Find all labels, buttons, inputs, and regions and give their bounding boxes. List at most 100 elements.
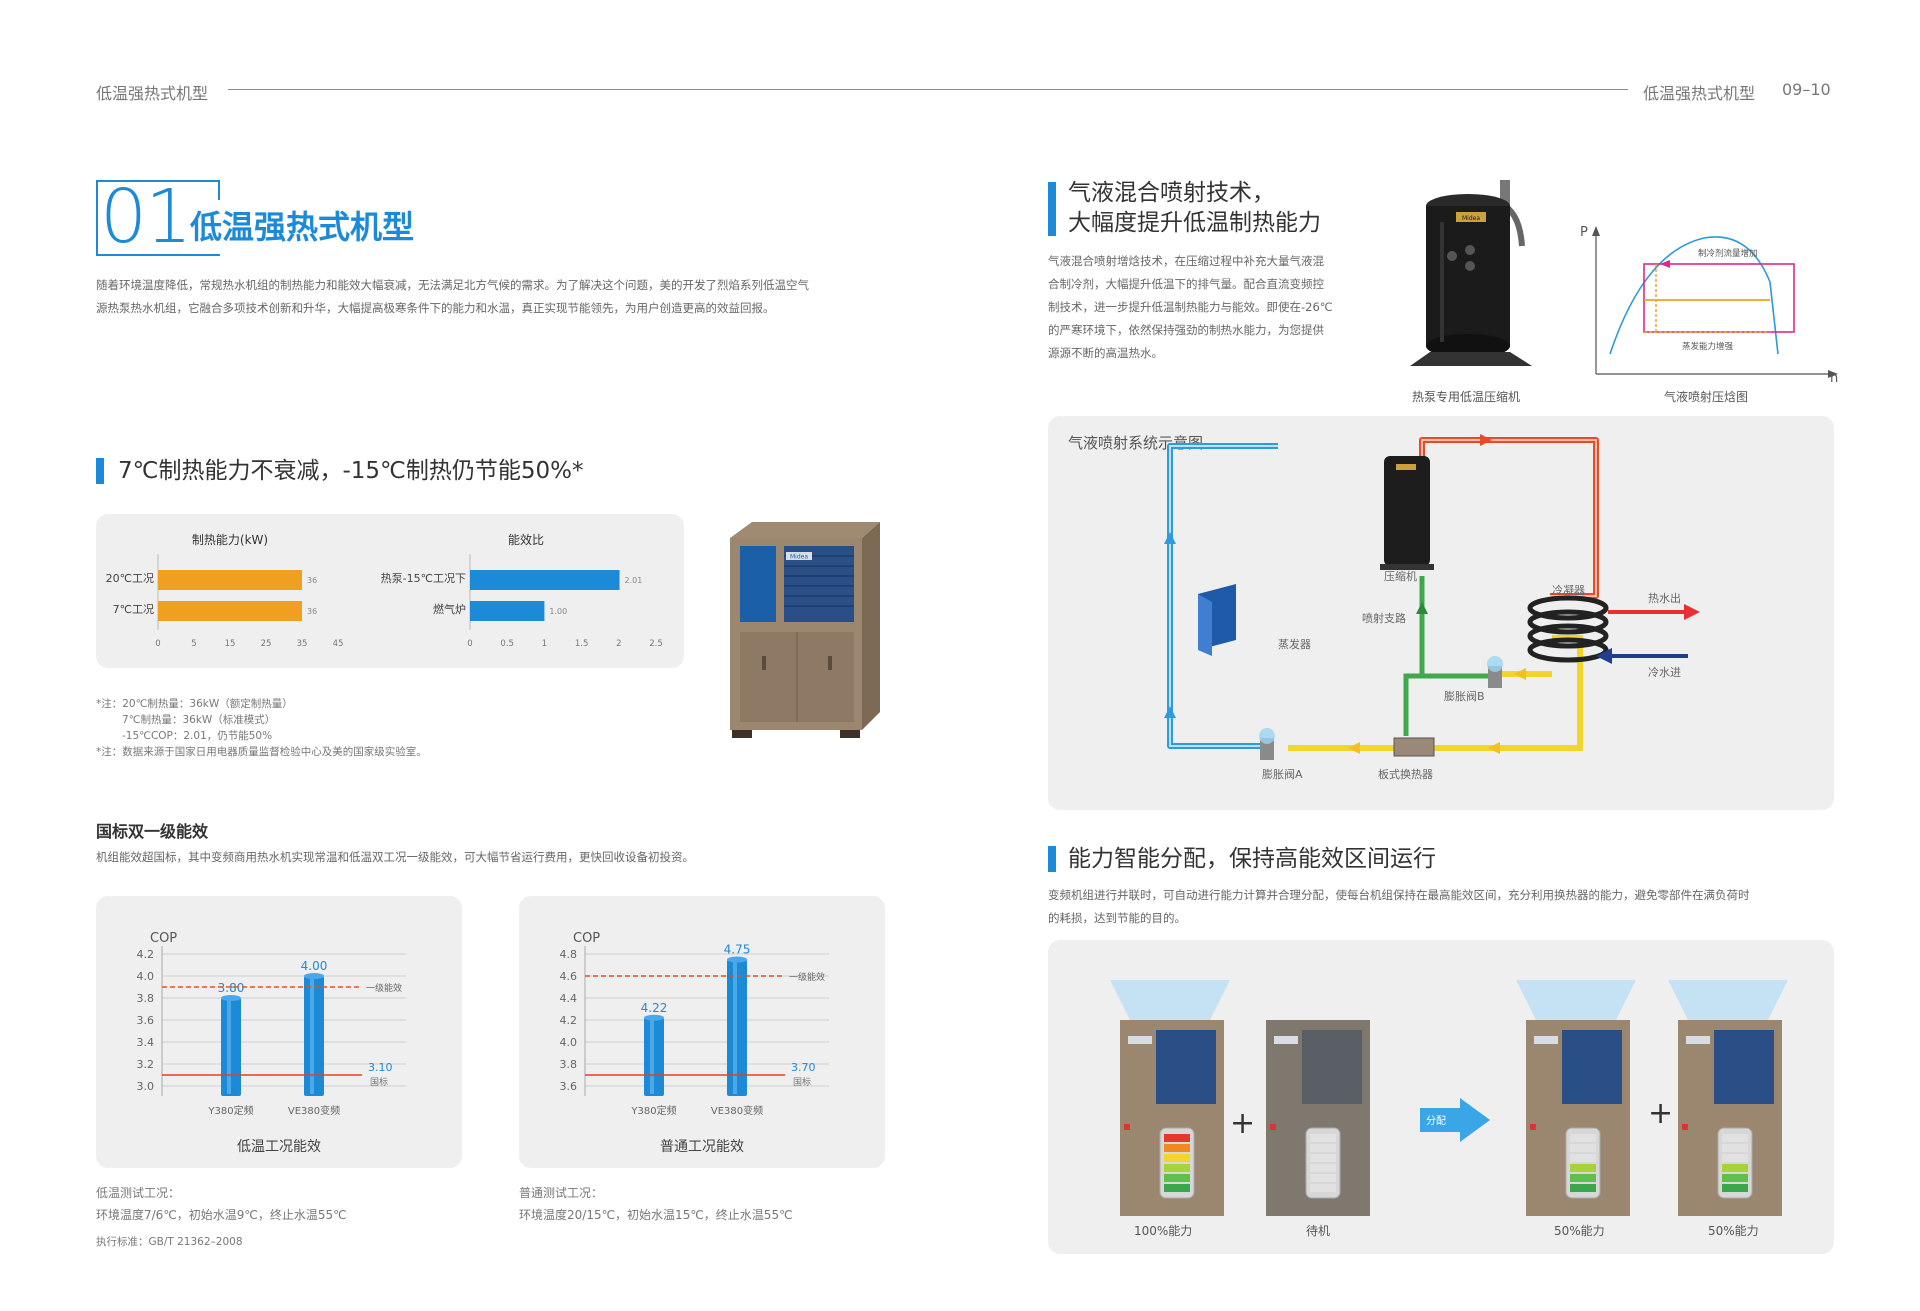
unit-2-level-seg-2 <box>1570 1154 1596 1162</box>
intro-line-2: 源热泵热水机组，它融合多项技术创新和升华，大幅提高极寒条件下的能力和水温，真正实… <box>96 301 775 315</box>
hbar-category-0-1: 7℃工况 <box>113 603 154 616</box>
unit-2-level-seg-5 <box>1570 1184 1596 1192</box>
unit-1-level-seg-1 <box>1310 1144 1336 1152</box>
compressor-icon: Midea <box>1410 180 1532 366</box>
label-compressor: 压缩机 <box>1384 569 1417 583</box>
label-valve-b: 膨胀阀B <box>1444 689 1485 703</box>
unit-1-badge <box>1274 1036 1298 1044</box>
unit-3-airflow <box>1668 980 1788 1020</box>
unit-3-level-seg-2 <box>1722 1154 1748 1162</box>
hbar-category-0-0: 20℃工况 <box>106 572 154 585</box>
unit-2-level-seg-0 <box>1570 1134 1596 1142</box>
unit-2-level-seg-1 <box>1570 1144 1596 1152</box>
intro-line-1: 随着环境温度降低，常规热水机组的制热能力和能效大幅衰减，无法满足北方气候的需求。… <box>96 278 809 292</box>
unit-3-level-seg-1 <box>1722 1144 1748 1152</box>
section-number-frame-right <box>218 180 220 200</box>
low-temp-test-title: 低温测试工况： <box>96 1186 181 1200</box>
cop-low-ytick-4: 3.4 <box>137 1036 155 1049</box>
cop-low-bar-shine-1 <box>310 978 314 1094</box>
distribution-text: 变频机组进行并联时，可自动进行能力计算并合理分配，使每台机组保持在最高能效区间，… <box>1048 884 1750 930</box>
cop-low-category-1: VE380变频 <box>288 1104 340 1117</box>
distribution-panel: + + 分配 100%能力 待机 50%能力 50%能力 <box>1048 940 1834 1254</box>
cop-normal-value-0: 4.22 <box>641 1001 668 1015</box>
injection-text-line-3: 制技术，进一步提升低温制热能力与能效。即使在-26℃ <box>1048 300 1333 314</box>
cop-low-ytick-1: 4.0 <box>137 970 155 983</box>
ph-label-evap: 蒸发能力增强 <box>1682 341 1734 352</box>
hbar-value-0-0: 36 <box>307 576 317 585</box>
injection-text-line-2: 合制冷剂，大幅提升低温下的排气量。配合直流变频控 <box>1048 277 1324 291</box>
distribution-section-title: 能力智能分配，保持高能效区间运行 <box>1068 846 1436 872</box>
capacity-note-3: -15℃COP：2.01，仍节能50% <box>122 730 273 742</box>
hbar-tick-1-2: 1 <box>542 639 547 649</box>
hbar-title-1: 能效比 <box>508 532 544 547</box>
unit-0-level-seg-1 <box>1164 1144 1190 1152</box>
product-badge: Midea <box>790 554 808 561</box>
distribution-arrow[interactable]: 分配 <box>1420 1098 1490 1142</box>
cop-low-caption: 低温工况能效 <box>237 1139 321 1155</box>
unit-2-fan-grille <box>1562 1030 1622 1104</box>
efficiency-section-title: 国标双一级能效 <box>96 822 209 841</box>
unit-label-4: 50%能力 <box>1708 1224 1759 1238</box>
unit-0-level-seg-3 <box>1164 1164 1190 1172</box>
unit-2-level-seg-4 <box>1570 1174 1596 1182</box>
label-hot-water-out: 热水出 <box>1648 591 1681 605</box>
capacity-notes: *注：20℃制热量：36kW（额定制热量） 7℃制热量：36kW（标准模式） -… <box>96 696 427 760</box>
cop-low-value-0: 3.80 <box>218 981 245 995</box>
hbar-title-0: 制热能力(kW) <box>192 533 268 547</box>
unit-3-level-seg-5 <box>1722 1184 1748 1192</box>
cop-normal-bar-cap-1 <box>727 956 747 963</box>
capacity-note-2: 7℃制热量：36kW（标准模式） <box>122 714 276 726</box>
unit-label-3: 50%能力 <box>1554 1224 1605 1238</box>
cop-chart-low-svg: COP4.24.03.83.63.43.23.03.80Y380定频4.00VE… <box>137 931 406 1117</box>
heat-pump-unit-image: Midea <box>722 516 892 742</box>
hbar-bar-0-0 <box>158 570 302 590</box>
injection-section-bar <box>1048 182 1056 236</box>
cop-normal-ref-value-1: 3.70 <box>791 1061 816 1074</box>
section-number: 01 <box>100 174 192 260</box>
cop-low-bar-cap-1 <box>304 973 324 979</box>
cop-low-bar-cap-0 <box>221 995 241 1001</box>
capacity-section-title: 7℃制热能力不衰减，-15℃制热仍节能50%* <box>118 458 584 484</box>
hbar-tick-1-3: 1.5 <box>575 639 589 649</box>
cop-low-ref-label-1: 国标 <box>370 1076 388 1088</box>
capacity-note-4: *注：数据来源于国家日用电器质量监督检验中心及美的国家级实验室。 <box>96 746 427 758</box>
distribution-units-svg <box>1110 980 1788 1216</box>
header-right-title: 低温强热式机型 <box>1643 84 1756 103</box>
cop-low-ytick-6: 3.0 <box>137 1080 155 1093</box>
hbar-tick-1-1: 0.5 <box>500 639 514 649</box>
header-rule <box>228 89 1628 90</box>
cop-normal-bar-shine-0 <box>650 1019 654 1094</box>
cop-normal-caption: 普通工况能效 <box>660 1139 744 1155</box>
injection-text-line-4: 的严寒环境下，依然保持强劲的制热水能力，为您提供 <box>1048 323 1324 337</box>
ph-diagram: P h 制冷剂流量增加 蒸发能力增强 <box>1574 222 1844 392</box>
ph-label-h: h <box>1830 371 1838 386</box>
unit-2-level-seg-3 <box>1570 1164 1596 1172</box>
hbar-tick-0-1: 5 <box>191 639 196 649</box>
hbar-tick-1-5: 2.5 <box>649 639 663 649</box>
label-condenser: 冷凝器 <box>1552 583 1585 597</box>
cop-normal-ytick-6: 3.6 <box>560 1080 578 1093</box>
system-diagram-svg: 压缩机 喷射支路 蒸发器 膨胀阀B 膨胀阀A 板式换热器 冷凝器 热水出 冷水进 <box>1164 434 1700 781</box>
unit-3-fan-grille <box>1714 1030 1774 1104</box>
unit-0-indicator <box>1124 1124 1130 1130</box>
label-plate-hx: 板式换热器 <box>1378 767 1433 781</box>
capacity-note-1: *注：20℃制热量：36kW（额定制热量） <box>96 698 293 710</box>
unit-0-level-seg-2 <box>1164 1154 1190 1162</box>
unit-0-level-seg-5 <box>1164 1184 1190 1192</box>
cop-low-ref-value-1: 3.10 <box>368 1061 393 1074</box>
unit-1-fan-grille <box>1302 1030 1362 1104</box>
normal-test-text: 环境温度20/15℃，初始水温15℃，终止水温55℃ <box>519 1208 793 1222</box>
injection-section-title: 气液混合喷射技术， 大幅度提升低温制热能力 <box>1068 178 1321 238</box>
hbar-bar-0-1 <box>158 601 302 621</box>
unit-3-level-seg-0 <box>1722 1134 1748 1142</box>
cop-normal-bar-cap-0 <box>644 1014 664 1021</box>
cop-chart-normal-svg: COP4.84.64.44.24.03.83.64.22Y380定频4.75VE… <box>560 931 829 1117</box>
hbar-tick-0-5: 45 <box>333 639 344 649</box>
ph-caption: 气液喷射压焓图 <box>1664 390 1749 404</box>
unit-3-level-seg-3 <box>1722 1164 1748 1172</box>
low-temp-test-conditions: 低温测试工况： 环境温度7/6℃，初始水温9℃，终止水温55℃ <box>96 1182 347 1226</box>
distribution-arrow-label: 分配 <box>1426 1116 1446 1127</box>
distribution-plus-2: + <box>1648 1096 1674 1131</box>
hbar-tick-1-4: 2 <box>616 639 621 649</box>
hbar-tick-0-4: 35 <box>297 639 308 649</box>
